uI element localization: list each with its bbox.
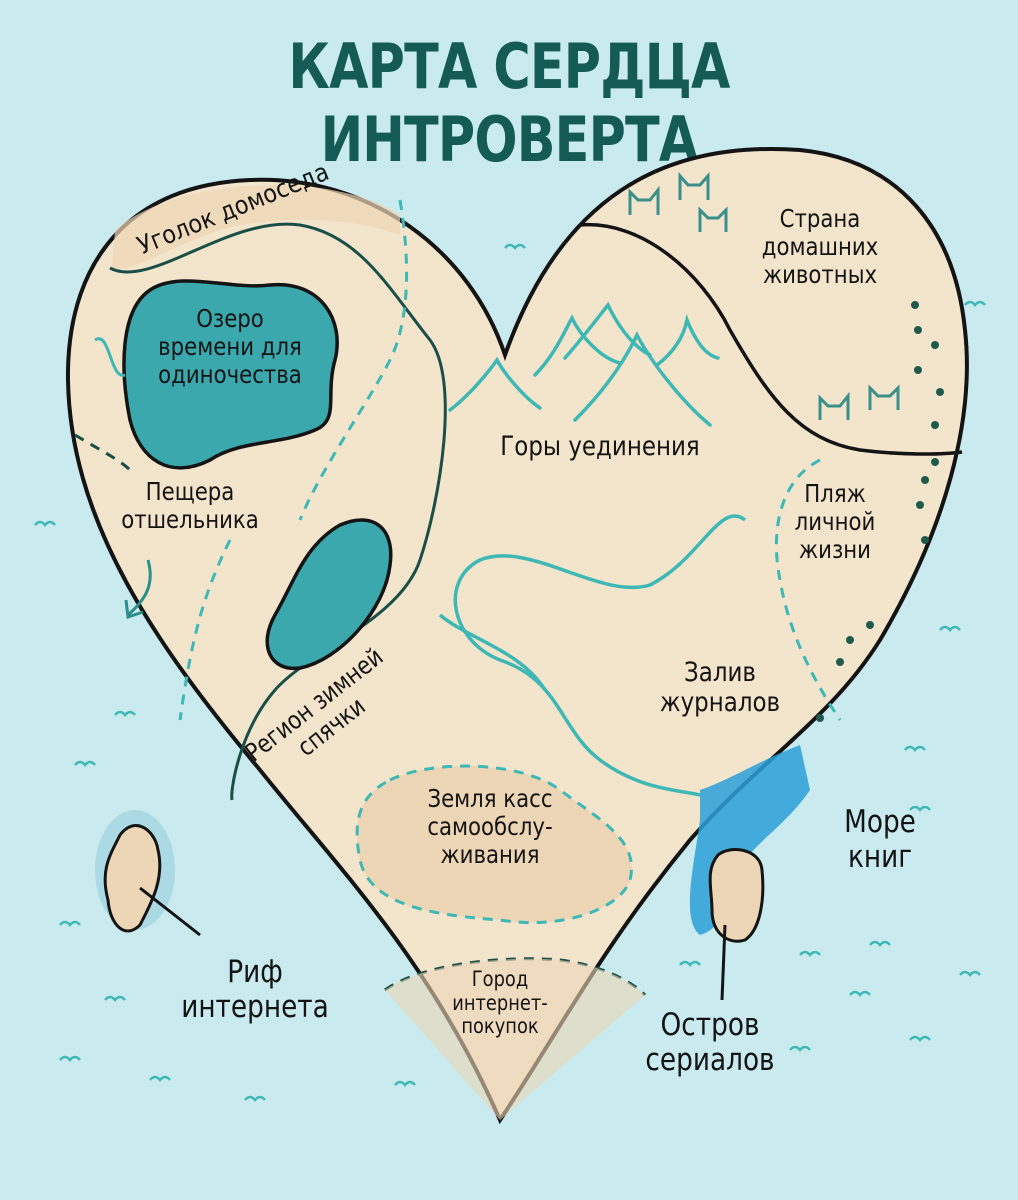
label-pets-country: Страна домашних животных (761, 204, 879, 289)
label-solitude-mountains: Горы уединения (500, 431, 700, 462)
label-internet-reef: Риф интернета (181, 954, 329, 1025)
label-self-checkout-land: Земля касс самообслу- живания (427, 784, 553, 869)
island-series (708, 848, 765, 943)
mountains-icon (448, 301, 720, 427)
reef-internet (103, 824, 162, 933)
label-island-of-series: Остров сериалов (645, 1007, 775, 1078)
label-online-shopping-city: Город интернет- покупок (452, 967, 548, 1039)
beach-dots (816, 301, 944, 722)
label-private-life-beach: Пляж личной жизни (794, 479, 876, 564)
lake-solitude (122, 279, 339, 470)
map-title: КАРТА СЕРДЦА ИНТРОВЕРТА (288, 30, 730, 176)
cat-icons (628, 172, 900, 420)
label-magazine-bay: Залив журналов (659, 657, 781, 719)
label-lake-solitude: Озеро времени для одиночества (158, 304, 302, 389)
label-hermit-cave: Пещера отшельника (121, 477, 259, 534)
label-sea-of-books: Море книг (844, 804, 916, 875)
lake-small (265, 518, 393, 671)
wave-icons (34, 243, 986, 1102)
cave-arrow-icon (124, 559, 152, 620)
